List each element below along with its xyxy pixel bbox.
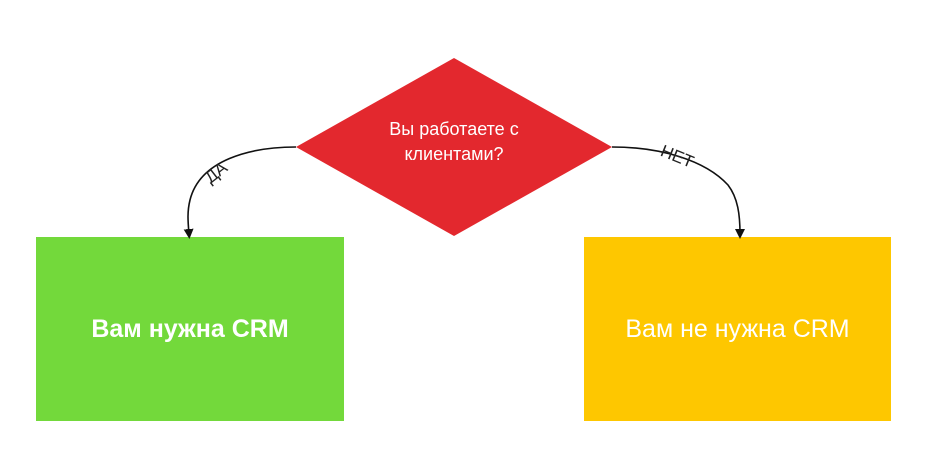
yes-connector-arrow [183, 146, 297, 239]
decision-diamond [296, 58, 612, 236]
no-connector-arrow [611, 146, 745, 239]
question-line-2: клиентами? [404, 144, 504, 164]
no-outcome-box [584, 237, 891, 421]
decision-question: Вы работаете с клиентами? [354, 117, 554, 167]
yes-outcome-box [36, 237, 344, 421]
question-line-1: Вы работаете с [389, 119, 519, 139]
yes-outcome-text: Вам нужна CRM [91, 314, 289, 343]
no-outcome-text: Вам не нужна CRM [625, 314, 850, 343]
